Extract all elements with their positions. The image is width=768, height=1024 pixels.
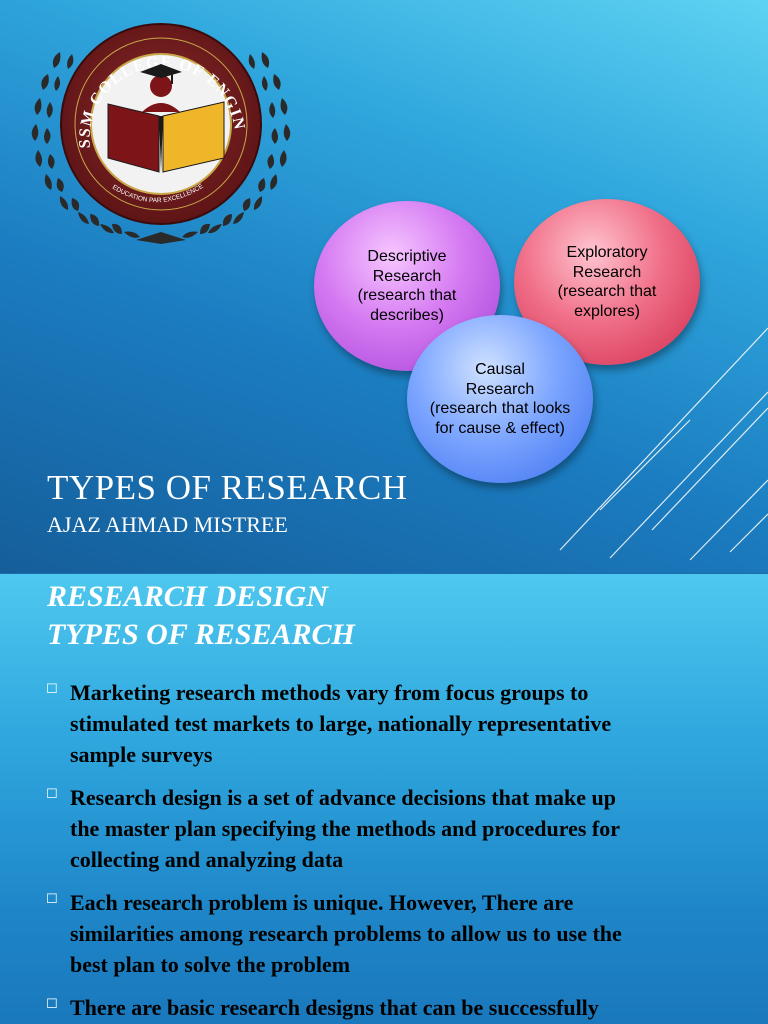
list-item: Research design is a set of advance deci… xyxy=(70,782,750,875)
square-bullet-icon: ☐ xyxy=(46,997,58,1012)
bullet-line: There are basic research designs that ca… xyxy=(70,995,599,1020)
presenter-name: AJAZ AHMAD MISTREE xyxy=(47,512,288,537)
bullet-line: Marketing research methods vary from foc… xyxy=(70,680,589,705)
circle-text: (research that xyxy=(557,283,657,300)
circle-text: Exploratory xyxy=(566,244,648,261)
circle-text: Causal xyxy=(475,361,525,378)
bullet-line: the master plan specifying the methods a… xyxy=(70,816,620,841)
list-item: Each research problem is unique. However… xyxy=(70,887,750,980)
bullet-line: similarities among research problems to … xyxy=(70,921,622,946)
slide-title: TYPES OF RESEARCH xyxy=(47,468,408,507)
causal-research-circle: Causal Research (research that looks for… xyxy=(407,315,593,483)
bullet-line: best plan to solve the problem xyxy=(70,952,351,977)
circle-text: (research that xyxy=(357,287,457,304)
circle-text: (research that looks xyxy=(429,400,571,417)
list-item: There are basic research designs that ca… xyxy=(70,992,750,1023)
slide-heading: RESEARCH DESIGN xyxy=(47,580,328,613)
circle-text: Research xyxy=(372,267,442,285)
bullet-line: Research design is a set of advance deci… xyxy=(70,785,616,810)
square-bullet-icon: ☐ xyxy=(46,682,58,697)
circle-text: for cause & effect) xyxy=(435,419,565,437)
decorative-lines xyxy=(559,327,768,561)
square-bullet-icon: ☐ xyxy=(46,787,58,802)
slide-heading: TYPES OF RESEARCH xyxy=(47,618,355,651)
list-item: Marketing research methods vary from foc… xyxy=(70,677,750,770)
circle-text: Research xyxy=(465,380,535,398)
circle-text: Descriptive xyxy=(367,248,447,265)
bullet-line: stimulated test markets to large, nation… xyxy=(70,711,612,736)
content-slide: RESEARCH DESIGN TYPES OF RESEARCH ☐ Mark… xyxy=(0,574,768,1024)
bullet-line: sample surveys xyxy=(70,742,213,767)
circle-text: explores) xyxy=(574,302,640,320)
laurel-wreath-icon xyxy=(31,52,291,244)
circle-text: Research xyxy=(572,263,642,281)
circle-text: describes) xyxy=(370,306,444,324)
bullet-line: collecting and analyzing data xyxy=(70,847,344,872)
college-logo: SSM COLLEGE OF ENGINEERING EDUCATION PAR… xyxy=(20,12,291,244)
title-slide: SSM COLLEGE OF ENGINEERING EDUCATION PAR… xyxy=(0,0,768,573)
bullet-line: Each research problem is unique. However… xyxy=(70,890,574,915)
graduate-reading-book-icon xyxy=(107,64,225,173)
square-bullet-icon: ☐ xyxy=(46,892,58,907)
